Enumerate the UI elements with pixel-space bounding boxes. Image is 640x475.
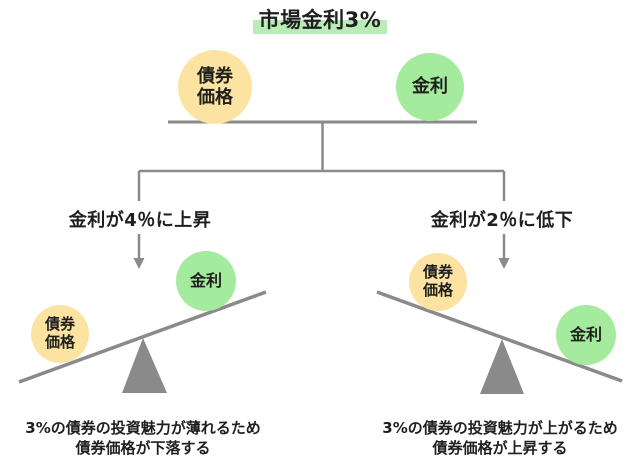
- page-title: 市場金利3%: [0, 4, 640, 34]
- bond-price-label-line2: 価格: [422, 281, 453, 299]
- interest-rate-circle-top: 金利: [396, 53, 464, 121]
- bond-price-label-line1: 債券: [44, 315, 75, 334]
- down-arrow-left-icon: [133, 234, 145, 269]
- bond-price-circle-left: 債券 価格: [31, 305, 89, 363]
- scenario-right-caption-line1: 3%の債券の投資魅力が上がるため: [382, 419, 618, 437]
- seesaw-right-fulcrum-triangle: [480, 339, 524, 394]
- scenario-right-caption-line2: 債券価格が上昇する: [432, 438, 568, 457]
- seesaw-left-plank-line: [18, 290, 267, 384]
- bond-price-label-line1: 債券: [197, 65, 233, 87]
- bond-price-label-line1: 債券: [422, 263, 453, 282]
- bond-price-circle-top: 債券 価格: [178, 50, 252, 124]
- bond-price-label-line2: 価格: [197, 87, 233, 108]
- page-title-highlight: 市場金利3%: [252, 8, 388, 34]
- scenario-right-heading: 金利が2％に低下: [430, 210, 574, 231]
- scenario-left-heading: 金利が4％に上昇: [68, 210, 212, 231]
- seesaw-right-plank-line: [376, 290, 623, 383]
- interest-rate-circle-right: 金利: [556, 305, 616, 365]
- interest-rate-label: 金利: [569, 324, 602, 344]
- bond-price-label-line2: 価格: [44, 333, 75, 351]
- scenario-left-caption-line1: 3%の債券の投資魅力が薄れるため: [25, 419, 261, 437]
- interest-rate-circle-left: 金利: [176, 251, 236, 311]
- scenario-right-caption: 3%の債券の投資魅力が上がるため 債券価格が上昇する: [359, 419, 640, 458]
- down-arrow-right-icon: [498, 234, 510, 269]
- seesaw-left-fulcrum-triangle: [122, 338, 167, 393]
- interest-rate-label: 金利: [412, 76, 448, 98]
- scenario-left-caption-line2: 債券価格が下落する: [75, 438, 211, 457]
- bond-price-circle-right: 債券 価格: [409, 253, 467, 311]
- scenario-left-caption: 3%の債券の投資魅力が薄れるため 債券価格が下落する: [2, 419, 284, 458]
- interest-rate-label: 金利: [189, 270, 222, 290]
